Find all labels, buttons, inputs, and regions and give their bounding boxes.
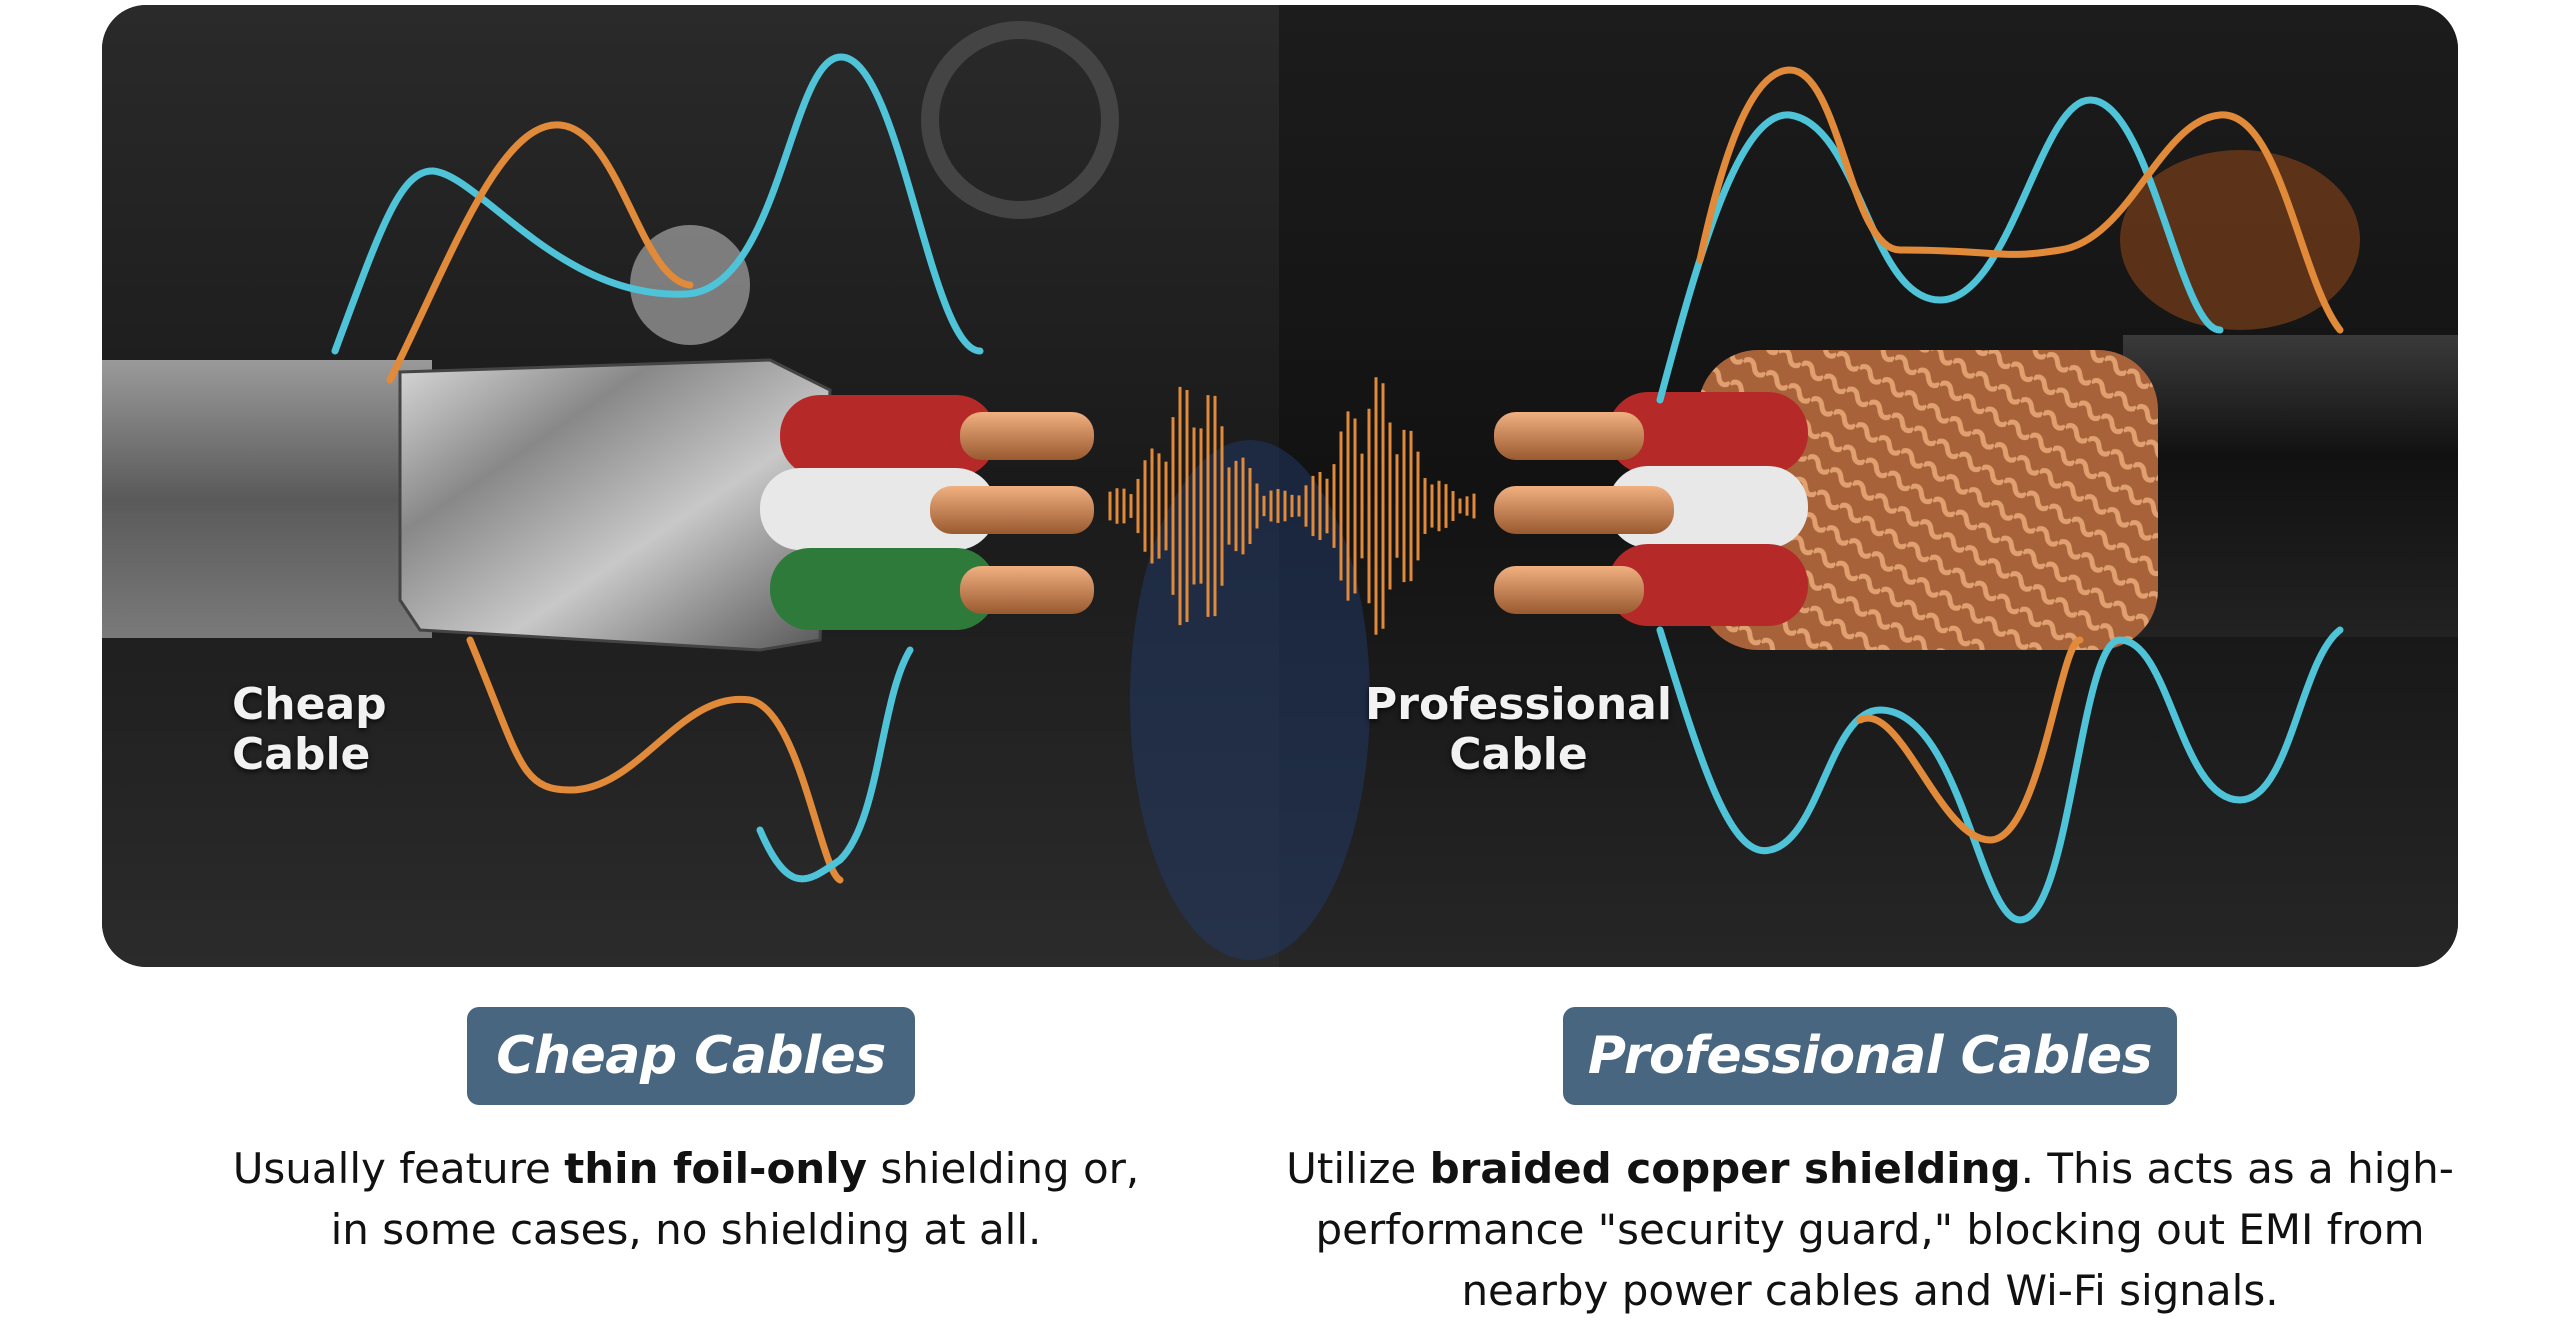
cheap-cable-label-line2: Cable xyxy=(232,729,371,780)
left-orange-signal-bottom xyxy=(466,636,844,884)
cheap-cables-badge: Cheap Cables xyxy=(467,1007,915,1105)
cheap-cable-label: Cheap Cable xyxy=(232,680,387,780)
left-orange-signal-top xyxy=(386,121,694,384)
left-cyan-signal-top xyxy=(331,53,984,355)
cable-illustration-svg xyxy=(102,5,2458,967)
professional-cable-label-line2: Cable xyxy=(1449,729,1588,780)
left-cyan-signal-bottom xyxy=(756,646,914,883)
cable-comparison-illustration: Cheap Cable Professional Cable xyxy=(102,5,2458,967)
professional-cable-label-line1: Professional xyxy=(1365,679,1672,730)
desc-text: . This acts as a high-performance "secur… xyxy=(1315,1144,2454,1315)
desc-emphasis: thin foil-only xyxy=(564,1144,867,1193)
professional-cables-badge: Professional Cables xyxy=(1563,1007,2177,1105)
desc-text: Utilize xyxy=(1286,1144,1430,1193)
cheap-cable-label-line1: Cheap xyxy=(232,679,387,730)
right-orange-signal-top xyxy=(1696,66,2344,334)
audio-waveform xyxy=(1108,377,1476,635)
right-cyan-signal-bottom xyxy=(1656,626,2344,924)
professional-cables-description: Utilize braided copper shielding. This a… xyxy=(1280,1138,2460,1321)
desc-emphasis: braided copper shielding xyxy=(1429,1144,2021,1193)
professional-cable-wires xyxy=(1494,392,1808,626)
cheap-cable-wires xyxy=(760,395,1094,630)
professional-cable-label: Professional Cable xyxy=(1365,680,1672,780)
desc-text: Usually feature xyxy=(232,1144,565,1193)
right-orange-signal-bottom xyxy=(1856,636,2084,844)
desc-text: shielding or, in some cases, no shieldin… xyxy=(330,1144,1140,1254)
cheap-cables-description: Usually feature thin foil-only shielding… xyxy=(216,1138,1156,1260)
right-cyan-signal-top xyxy=(1656,96,2224,404)
